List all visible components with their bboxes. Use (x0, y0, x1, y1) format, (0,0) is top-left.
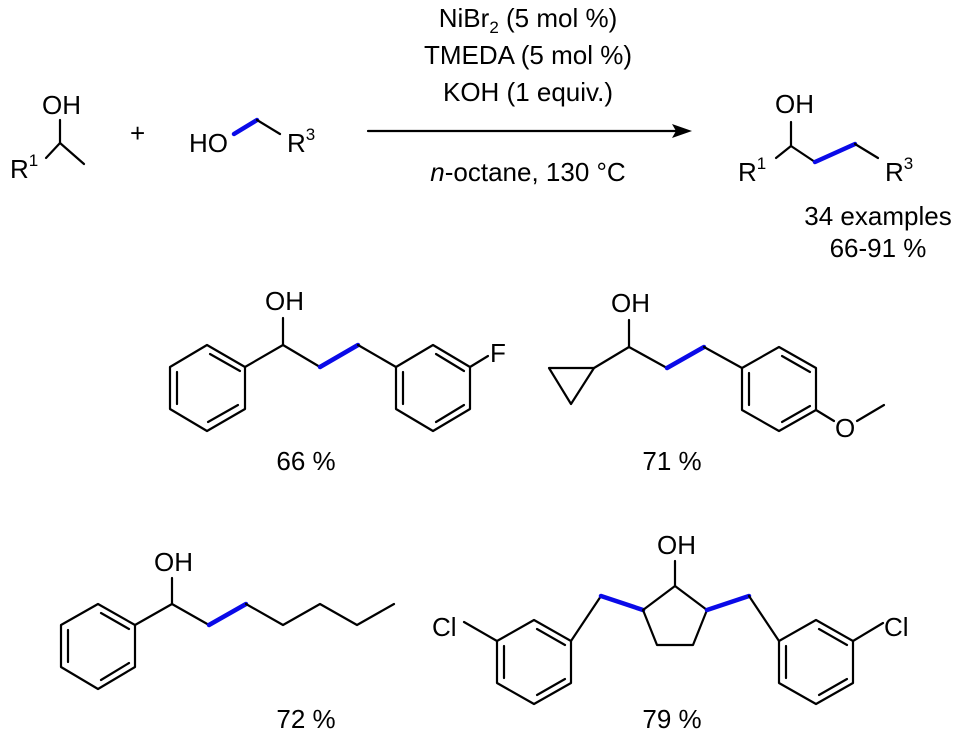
product4-ringR-double-2 (817, 627, 849, 647)
product-r3-label: R3 (885, 154, 913, 187)
product4-highlight-bond-left (598, 593, 646, 613)
product2-o-bond (814, 408, 836, 423)
product-bond-3 (853, 142, 880, 160)
reagent-koh: KOH (1 equiv.) (443, 77, 613, 107)
product2-ring-double-2 (780, 354, 812, 374)
product-3-structure: OH 72 % (59, 547, 396, 733)
general-product: OH R1 R3 34 examples 66-91 % (738, 89, 952, 263)
product1-f-label: F (490, 338, 506, 368)
product-r1-label: R1 (738, 154, 766, 187)
product3-highlight-bond (206, 601, 249, 628)
product1-oh-label: OH (265, 286, 304, 316)
product2-yield: 71 % (642, 446, 701, 476)
product-2-structure: OH O 71 % (547, 288, 886, 476)
product-1-structure: OH F 66 % (168, 286, 506, 476)
product1-bond-c (356, 343, 398, 369)
product1-highlight-bond (317, 342, 361, 370)
yield-range: 66-91 % (830, 233, 927, 263)
product4-ringL-double-3 (535, 677, 567, 697)
product2-bond-c (702, 345, 744, 370)
product1-yield: 66 % (276, 446, 335, 476)
product2-bond-a (592, 345, 631, 370)
reaction-arrow-head (672, 124, 692, 138)
product2-methyl-bond (855, 403, 886, 423)
product2-methoxyphenyl-ring (740, 345, 818, 433)
product2-cyclopropyl-ring (547, 366, 596, 406)
reactant1-r1-label: R1 (10, 151, 38, 184)
product4-cl-right-bond (851, 621, 885, 643)
reactant2-highlight-bond (231, 117, 260, 137)
reactant-secondary-alcohol: OH R1 (10, 90, 86, 184)
product4-highlight-bond-right (704, 593, 752, 613)
product4-chlorophenyl-right-ring (777, 618, 855, 706)
product3-ring-double-2 (99, 661, 131, 682)
product4-bond-left (569, 594, 603, 643)
product3-yield: 72 % (276, 704, 335, 733)
reactant-primary-alcohol: HO R3 (189, 117, 315, 158)
product-bond-2 (789, 144, 817, 164)
product4-bond-right (747, 594, 781, 643)
product1-ring1-double-1 (208, 352, 242, 373)
product3-phenyl-ring (59, 602, 137, 691)
product-4-structure: Cl OH Cl 79 % (432, 530, 909, 733)
product1-ring1-double-2 (206, 403, 240, 424)
examples-count: 34 examples (804, 201, 951, 231)
product4-cl-left-bond (462, 620, 499, 643)
product2-highlight-bond (664, 344, 707, 371)
product1-fluorophenyl-ring (394, 343, 472, 433)
product4-chlorophenyl-left-ring (495, 618, 573, 706)
product1-phenyl-ring (168, 343, 247, 433)
product3-bond-a (133, 602, 174, 627)
product-oh-label: OH (775, 89, 814, 119)
plus-sign: + (130, 118, 145, 148)
reactant2-r3-label: R3 (287, 125, 315, 158)
reactant2-bond (255, 118, 282, 136)
product2-o-label: O (835, 413, 855, 443)
reaction-conditions: n-octane, 130 °C (430, 157, 625, 187)
product3-ring-double-1 (99, 611, 131, 631)
product1-bond-b (281, 343, 322, 369)
reactant1-skeleton (44, 141, 86, 166)
product4-cl-left-label: Cl (432, 612, 457, 642)
reagent-tmeda: TMEDA (5 mol %) (424, 40, 632, 70)
product3-bond-b (170, 602, 211, 627)
product-c1-bond (774, 144, 793, 160)
product4-ringR-double-3 (817, 677, 849, 697)
product3-oh-label: OH (154, 547, 193, 577)
product3-alkyl-chain (244, 602, 396, 627)
product4-cyclopentane-ring (641, 584, 709, 647)
product1-bond-a (243, 343, 285, 369)
reactant2-ho-label: HO (189, 128, 228, 158)
reagent-nibr2: NiBr2 (5 mol %) (439, 3, 618, 37)
product1-f-bond (468, 354, 490, 369)
product4-ringL-double-2 (535, 627, 567, 647)
product1-ring2-double-2 (434, 352, 466, 373)
reactant1-oh-label: OH (42, 90, 81, 120)
product4-cl-right-label: Cl (884, 612, 909, 642)
product2-bond-b (627, 345, 669, 370)
product-highlight-bond (812, 141, 858, 165)
product4-oh-label: OH (657, 530, 696, 560)
reaction-arrow-group: NiBr2 (5 mol %) TMEDA (5 mol %) KOH (1 e… (366, 3, 692, 187)
product2-oh-label: OH (611, 288, 650, 318)
product1-ring2-double-3 (434, 403, 466, 424)
product4-yield: 79 % (642, 704, 701, 733)
product2-ring-double-3 (780, 404, 812, 424)
